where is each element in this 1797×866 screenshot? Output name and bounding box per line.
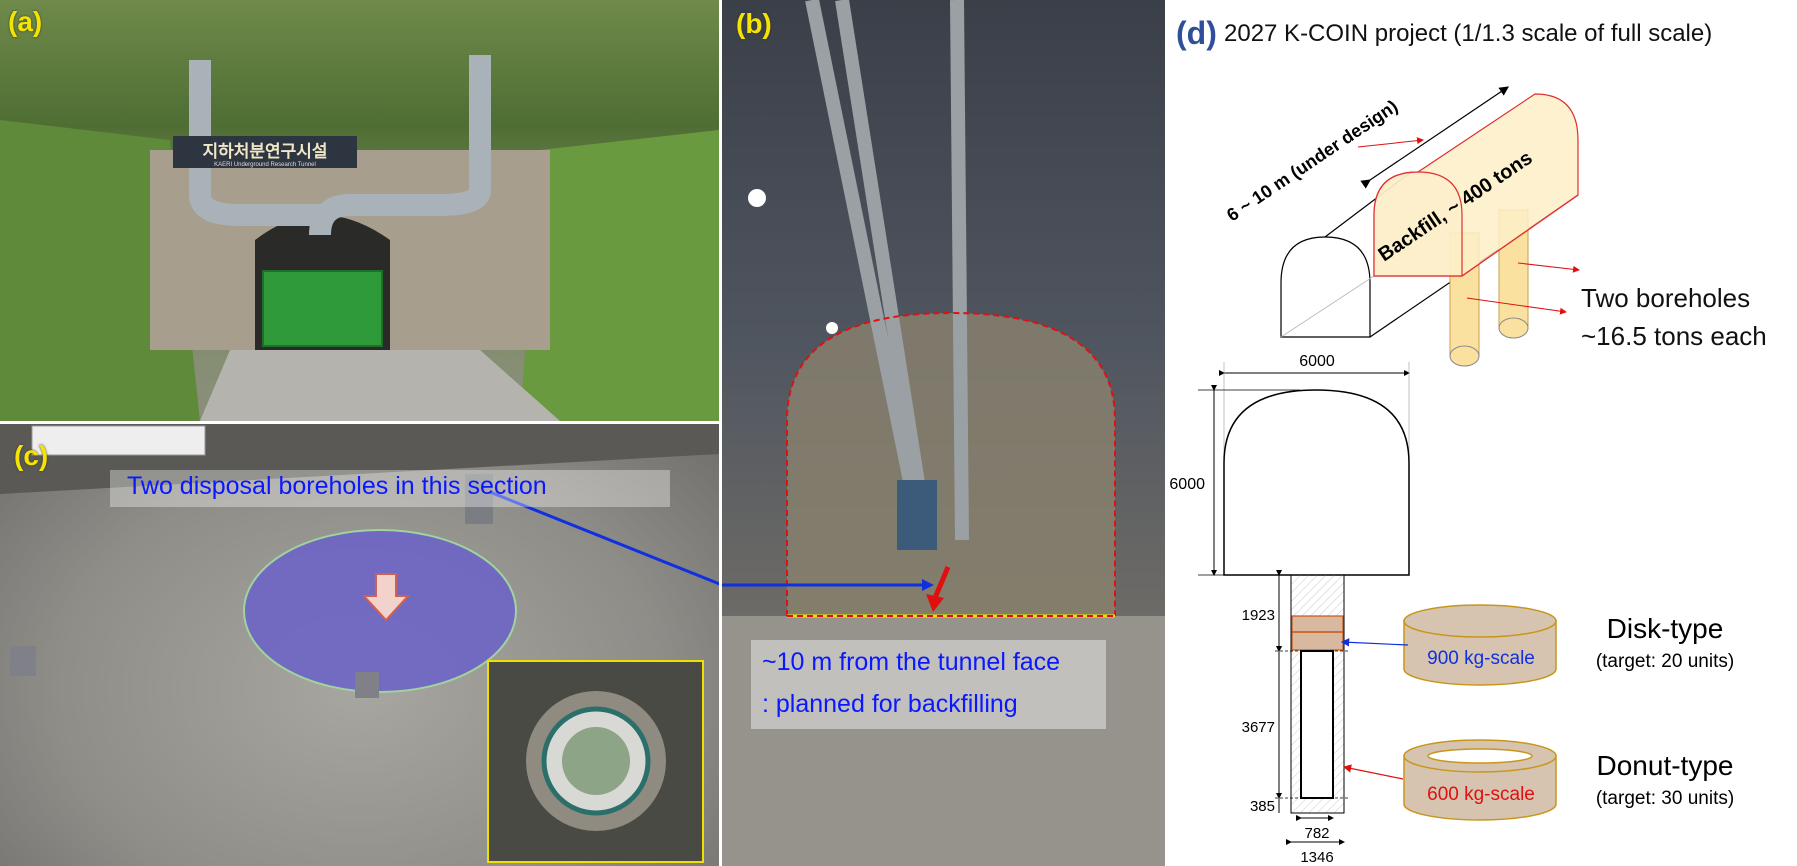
kcoin-schematic: (d) 2027 K-COIN project (1/1.3 scale of … [1169,15,1767,866]
down-arrow-icon [361,573,411,622]
mid-depth-label: 3677 [1242,719,1275,736]
ceiling-light [826,322,838,334]
sign-english-text: KAERI Underground Research Tunnel [214,162,316,168]
ventilation-pipes [189,55,491,236]
disk-buffer-blocks [1291,615,1344,651]
caption-backdrop [110,470,670,507]
tunnel-cross-section [1223,389,1410,576]
red-pointer-arrow [1342,764,1404,780]
donut-buffer-inner [1300,650,1334,799]
tunnel-face-area [787,313,1115,616]
sensor-cylinder [10,646,36,676]
tunnel-height-label: 6000 [1169,476,1205,493]
panel-c-caption: Two disposal boreholes in this section [127,472,547,500]
sign-korean-text: 지하처분연구시설 [202,142,327,161]
panel-b-tunnel-interior-photo: ~10 m from the tunnel face : planned for… [722,0,1165,866]
panel-c-borehole-section-photo: Two disposal boreholes in this section (… [0,424,719,866]
donut-target-label: (target: 30 units) [1596,788,1734,809]
borehole-bottom [562,727,630,795]
disk-buffer-top [1403,604,1557,638]
backfill-bottom-edge [1461,194,1579,277]
caption-backdrop [751,640,1106,729]
red-arrow [932,566,951,599]
bottom-depth-label: 385 [1250,798,1275,815]
donut-hole [1427,748,1533,764]
length-dimension-arrow [1360,86,1509,189]
borehole-cylinder-right-bottom [1498,317,1529,339]
panel-d-title: 2027 K-COIN project (1/1.3 scale of full… [1224,20,1712,47]
blue-pointer-arrow [1340,638,1409,647]
panel-b-label: (b) [736,8,772,39]
info-sign-board [31,425,206,456]
blue-connector-arrow [489,490,719,586]
panel-a-label: (a) [8,6,43,37]
red-pointer-arrow [1357,137,1424,148]
donut-buffer-cylinder [1403,755,1557,821]
disk-type-label: Disk-type [1607,613,1724,644]
outer-diameter-label: 1346 [1300,849,1333,866]
instrument-cylinder [465,474,493,524]
tunnel-width-label: 6000 [1299,353,1335,370]
tunnel-interior-illustration [722,0,1165,866]
red-arrowhead [926,594,944,612]
red-pointer-arrow [1466,297,1567,315]
panel-d-kcoin-diagram: (d) 2027 K-COIN project (1/1.3 scale of … [1168,0,1797,866]
panel-a-tunnel-entrance-photo: 지하처분연구시설 KAERI Underground Research Tunn… [0,0,719,421]
disk-scale-label: 900 kg-scale [1427,648,1535,669]
road [200,350,560,421]
panel-c-label: (c) [14,440,49,471]
panel-b-caption-line1: ~10 m from the tunnel face [762,648,1061,676]
disk-buffer-cylinder [1403,620,1557,686]
panel-b-caption-line2: : planned for backfilling [762,690,1018,718]
gravel-floor-illustration [0,424,719,863]
sign-board [173,136,357,168]
boreholes-label-line2: ~16.5 tons each [1581,321,1767,351]
upper-depth-label: 1923 [1242,607,1275,624]
tunnel-hidden-edge [1280,275,1375,338]
inner-diameter-label: 782 [1304,825,1329,842]
sensor-cylinder [355,672,379,698]
boreholes-label-line1: Two boreholes [1581,283,1750,313]
ceiling-light [748,189,766,207]
donut-type-label: Donut-type [1597,750,1734,781]
donut-scale-label: 600 kg-scale [1427,784,1535,805]
blue-arrowhead [922,579,934,591]
red-pointer-arrow [1517,262,1580,273]
borehole-cylinder-left-bottom [1449,345,1480,367]
right-slope [520,130,719,421]
ceiling-ducts [805,0,969,542]
green-gate [262,270,383,347]
tunnel-entrance-illustration: 지하처분연구시설 KAERI Underground Research Tunn… [0,55,719,421]
panel-d-label: (d) [1176,15,1217,51]
disk-target-label: (target: 20 units) [1596,651,1734,672]
water-tank [897,480,937,550]
